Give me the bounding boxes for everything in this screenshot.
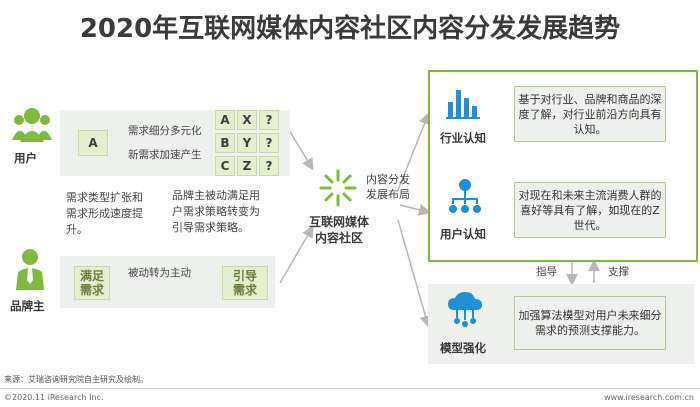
- copyright: ©2020.11 iResearch Inc.: [4, 393, 104, 402]
- user-text: 对现在和未来主流消费人群的喜好等具有了解，如现在的Z世代。: [518, 188, 662, 232]
- grid-cell: ?: [259, 133, 279, 153]
- guide-demand-box: 引导 需求: [222, 266, 268, 300]
- industry-label: 行业认知: [440, 131, 486, 145]
- passive-to-active-text: 被动转为主动: [128, 267, 191, 279]
- community-line1: 互联网媒体: [308, 215, 369, 229]
- grid-cell: B: [215, 133, 235, 153]
- model-label: 模型强化: [440, 341, 486, 355]
- demand-grid: A X ? B Y ? C Z ?: [215, 110, 279, 176]
- satisfy-demand-box: 满足 需求: [74, 266, 110, 300]
- grid-cell: Z: [237, 156, 257, 176]
- satisfy-line1: 满足: [79, 269, 104, 283]
- grid-cell: Y: [237, 133, 257, 153]
- arrow-center-to-model: [397, 219, 432, 328]
- grid-cell: ?: [259, 110, 279, 130]
- page-title: 2020年互联网媒体内容社区内容分发发展趋势: [79, 14, 621, 44]
- website: www.iresearch.com.cn: [604, 393, 694, 402]
- user-info-box: 对现在和未来主流消费人群的喜好等具有了解，如现在的Z世代。: [514, 182, 666, 238]
- guide-line1: 引导: [232, 269, 257, 283]
- demand-new-text: 新需求加速产生: [128, 149, 202, 161]
- support-label: 支撑: [608, 266, 629, 278]
- arrow-center-to-user: [399, 203, 431, 216]
- grid-cell: C: [215, 156, 235, 176]
- user-label: 用户: [14, 151, 37, 165]
- demand-detail-text: 需求细分多元化: [128, 125, 202, 137]
- community-line2: 内容社区: [314, 231, 363, 245]
- model-info-box: 加强算法模型对用户未来细分需求的预测支撑能力。: [514, 296, 666, 350]
- guide-line2: 需求: [232, 283, 257, 297]
- arrow-center-to-industry: [397, 112, 431, 191]
- grid-cell: A: [215, 110, 235, 130]
- satisfy-line2: 需求: [79, 283, 104, 297]
- guide-label: 指导: [536, 266, 557, 278]
- distribution-line1: 内容分发: [366, 173, 410, 186]
- brand-owner-icon: [16, 249, 44, 290]
- model-text: 加强算法模型对用户未来细分需求的预测支撑能力。: [518, 309, 662, 337]
- distribution-line2: 发展布局: [366, 188, 410, 201]
- a-box: A: [78, 130, 108, 156]
- industry-text: 基于对行业、品牌和商品的深度了解，对行业前沿方向具有认知。: [518, 92, 662, 136]
- user-cognition-label: 用户认知: [440, 227, 486, 241]
- grid-cell: X: [237, 110, 257, 130]
- cognition-panel: [428, 70, 698, 262]
- distribution-label: 内容分发 发展布局: [366, 172, 410, 202]
- grid-cell: ?: [259, 156, 279, 176]
- cloud-network-icon: [448, 292, 482, 327]
- users-icon: [12, 108, 52, 142]
- org-tree-icon: [449, 179, 481, 213]
- burst-icon: [319, 169, 357, 207]
- brand-strategy-text: 品牌主被动满足用户需求策略转变为引导需求策略。: [172, 189, 260, 234]
- brand-label: 品牌主: [10, 299, 45, 313]
- demand-growth-text: 需求类型扩张和需求形成速度提升。: [66, 191, 143, 236]
- bar-chart-icon: [446, 90, 480, 119]
- source-note: 来源：艾瑞咨询研究院自主研究及绘制。: [4, 375, 148, 384]
- community-label: 互联网媒体 内容社区: [302, 214, 376, 246]
- industry-info-box: 基于对行业、品牌和商品的深度了解，对行业前沿方向具有认知。: [514, 86, 666, 142]
- arrow-guide-to-center: [279, 225, 314, 284]
- footer-divider: [0, 388, 700, 389]
